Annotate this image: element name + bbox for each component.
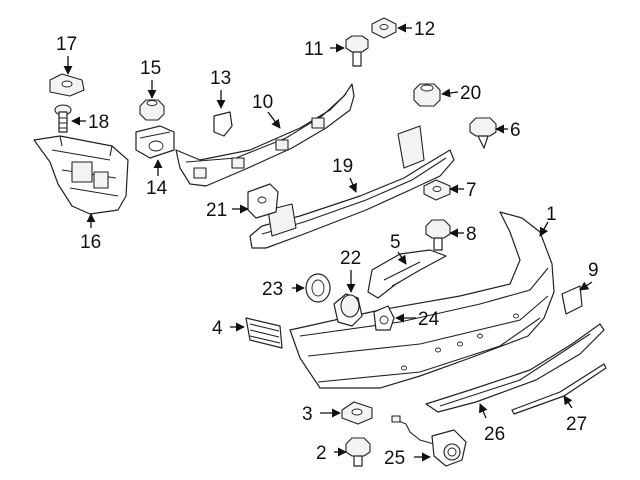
part-7-clip (423, 179, 451, 201)
callout-14: 14 (146, 178, 168, 199)
callout-8: 8 (466, 224, 477, 245)
callout-4: 4 (212, 318, 223, 339)
callout-26: 26 (484, 424, 505, 445)
part-5-bracket (367, 249, 447, 299)
callout-6: 6 (510, 120, 521, 141)
callout-9: 9 (588, 260, 599, 281)
part-8-bolt (425, 219, 451, 251)
part-18-bolt (54, 104, 72, 133)
part-11-bolt (345, 35, 369, 67)
callout-20: 20 (460, 83, 481, 104)
part-16-side-bracket (33, 135, 129, 215)
callout-23: 23 (262, 279, 283, 300)
callout-2: 2 (316, 443, 327, 464)
part-2-bolt (345, 437, 371, 467)
part-6-push-pin (469, 117, 497, 149)
part-20-nut (413, 83, 441, 107)
part-17-clip-nut (49, 73, 85, 97)
part-21-plate (247, 183, 279, 219)
part-19-impact-bar (249, 125, 455, 249)
part-4-reflector (245, 317, 283, 349)
callout-17: 17 (56, 34, 77, 55)
callout-3: 3 (302, 404, 313, 425)
callout-1: 1 (546, 204, 557, 225)
part-14-bracket (135, 125, 175, 159)
callout-5: 5 (390, 232, 401, 253)
callout-10: 10 (252, 92, 273, 113)
part-12-clip (371, 17, 397, 39)
callout-19: 19 (332, 156, 353, 177)
callout-11: 11 (304, 39, 324, 60)
callout-12: 12 (414, 19, 435, 40)
callout-27: 27 (566, 414, 587, 435)
part-25-camera (391, 415, 467, 467)
callout-15: 15 (140, 58, 161, 79)
part-9-small-plate (561, 285, 583, 315)
part-22-sensor (333, 293, 363, 327)
part-27-strip (511, 363, 607, 415)
callout-25: 25 (384, 448, 405, 469)
part-1-bumper-cover (289, 211, 555, 389)
callout-24: 24 (418, 309, 440, 330)
part-10-upper-reinforcement (175, 83, 355, 187)
callout-22: 22 (340, 248, 361, 269)
part-23-ring (305, 273, 331, 303)
part-15-nut (139, 99, 165, 121)
callout-7: 7 (466, 180, 477, 201)
callout-16: 16 (80, 232, 101, 253)
callout-21: 21 (206, 200, 227, 221)
leader-lines (63, 23, 593, 462)
part-3-clip (341, 401, 373, 425)
part-13-tab (213, 111, 233, 137)
callout-labels: 1 2 3 4 5 6 7 8 9 10 11 12 13 14 15 16 1… (56, 19, 599, 469)
part-26-lower-trim (425, 323, 605, 413)
part-24-holder (373, 305, 395, 331)
callout-13: 13 (210, 68, 231, 89)
callout-18: 18 (88, 112, 109, 133)
